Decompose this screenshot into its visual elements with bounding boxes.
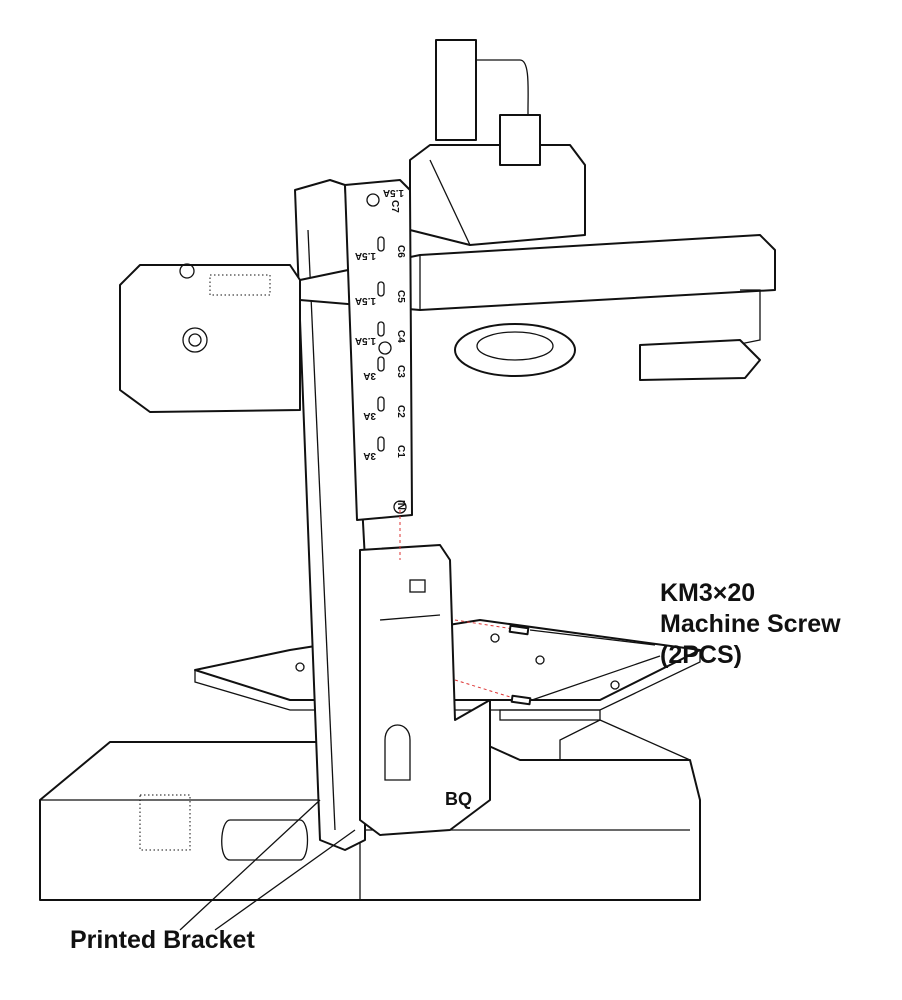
port-label-c2: C2 bbox=[395, 405, 406, 418]
printed-bracket-part: BQ bbox=[359, 544, 491, 836]
usb-c-port-icon bbox=[377, 236, 385, 252]
svg-text:BQ: BQ bbox=[445, 789, 472, 809]
screw-callout: KM3×20 Machine Screw (2PCS) bbox=[660, 578, 841, 671]
usb-c-port-icon bbox=[377, 281, 385, 297]
port-label-c5: C5 bbox=[395, 290, 406, 303]
screw-type: Machine Screw bbox=[660, 610, 841, 638]
port-label-c7: C7 bbox=[389, 200, 400, 213]
port-rating-c5: 1.5A bbox=[355, 295, 376, 306]
screw-quantity: (2PCS) bbox=[660, 641, 742, 669]
port-label-in: IN bbox=[395, 500, 406, 510]
screws bbox=[399, 510, 661, 706]
screw-spec: KM3×20 bbox=[660, 579, 756, 607]
port-rating-c7: 1.5A bbox=[383, 187, 404, 198]
usb-c-port-icon bbox=[377, 356, 385, 372]
bracket-callout: Printed Bracket bbox=[70, 926, 255, 954]
usb-c-port-icon bbox=[377, 436, 385, 452]
port-label-c6: C6 bbox=[395, 245, 406, 258]
port-label-c3: C3 bbox=[395, 365, 406, 378]
vent-grille bbox=[139, 794, 191, 851]
port-label-c1: C1 bbox=[395, 445, 406, 458]
control-board bbox=[344, 179, 413, 521]
port-rating-c3: 3A bbox=[363, 370, 376, 381]
board-ports: C7 1.5A C6 1.5A C5 1.5A C4 1.5A C3 3A C2 3A C1 3A IN bbox=[355, 187, 406, 510]
port-rating-c6: 1.5A bbox=[355, 250, 376, 261]
port-rating-c1: 3A bbox=[363, 450, 376, 461]
toolhead bbox=[409, 39, 586, 246]
x-arm bbox=[299, 234, 776, 381]
port-rating-c2: 3A bbox=[363, 410, 376, 421]
bracket-leader bbox=[179, 799, 356, 931]
port-rating-c4: 1.5A bbox=[355, 335, 376, 346]
laser-module-box bbox=[119, 263, 301, 413]
port-label-c4: C4 bbox=[395, 330, 406, 343]
usb-c-port-icon bbox=[377, 396, 385, 412]
usb-c-port-icon bbox=[377, 321, 385, 337]
